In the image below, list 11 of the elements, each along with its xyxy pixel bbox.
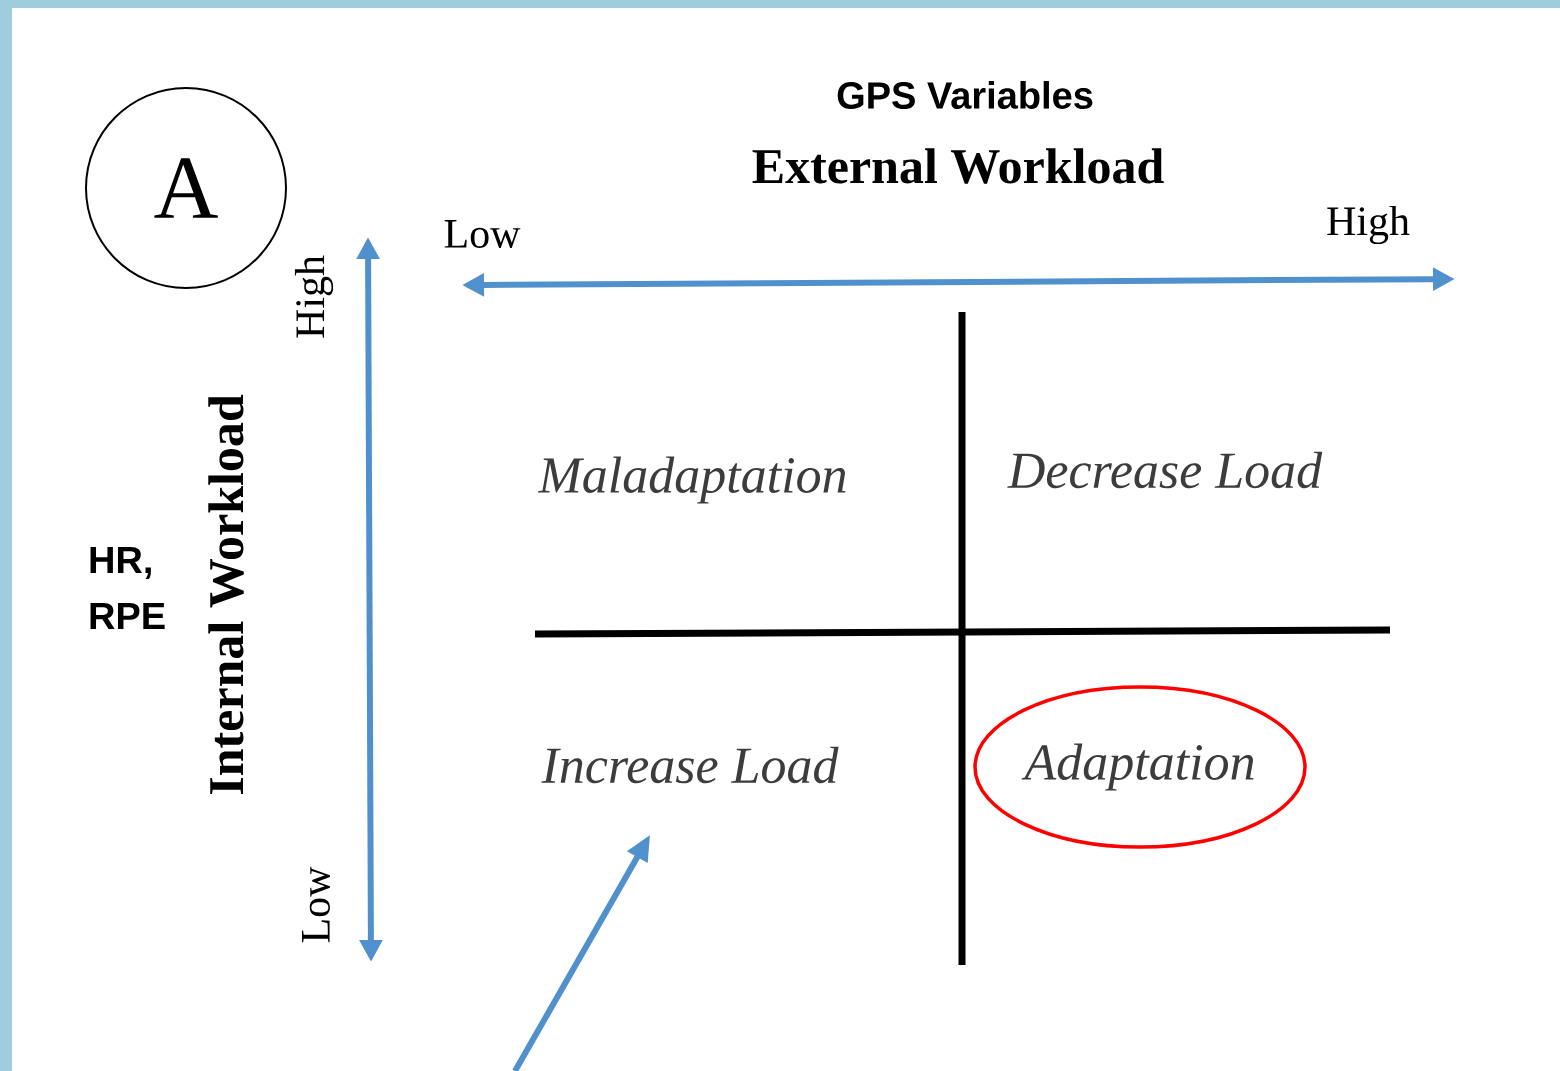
axis-end-label: Low [444,220,521,248]
axis-caption: GPS Variables [837,81,1093,109]
quadrant-label: Decrease Load [1007,451,1323,489]
axis-title: Internal Workload [208,394,244,795]
axis-end-label: High [1327,205,1410,245]
quadrant-label: Increase Load [541,746,839,784]
quadrant-label: Maladaptation [537,456,846,504]
axis-title: External Workload [752,148,1164,184]
axis-end-label: High [294,255,334,338]
axis-end-label: Low [302,866,330,943]
axis-caption: HR, RPE [90,546,165,630]
